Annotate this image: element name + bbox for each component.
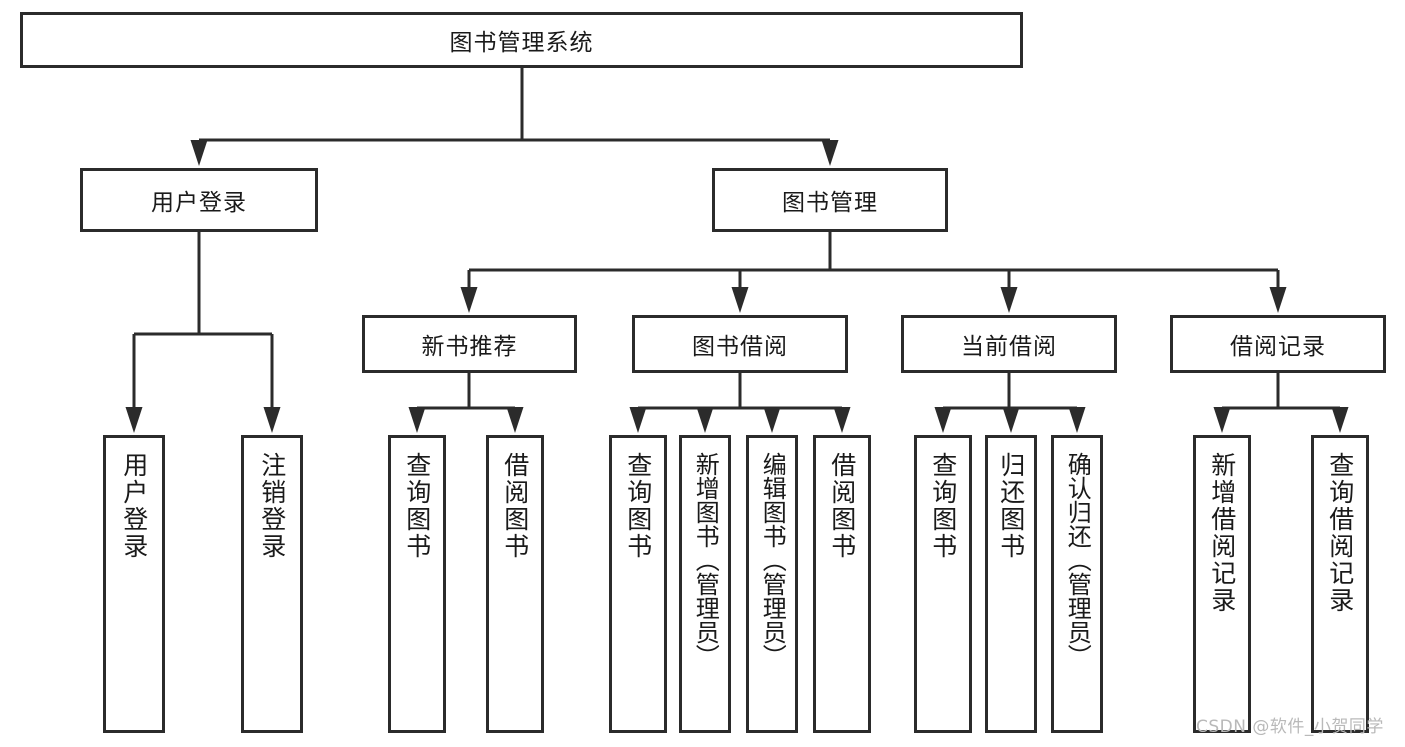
node-label: 图书借阅 (692, 334, 788, 360)
node-label: 新增借阅记录 (1207, 452, 1237, 614)
conn-borrow-b-head (696, 407, 714, 433)
conn-borrow-d-head (833, 407, 851, 433)
node-label: 新增图书（管理员） (691, 452, 720, 668)
conn-bookmgmt-to-borrow-head (731, 287, 749, 313)
conn-root-to-book-management-head (821, 140, 839, 166)
leaf-node-leaf-query-book-recommend[interactable]: 查询图书 (388, 435, 446, 733)
csdn-watermark: CSDN @软件_小贺同学 (1196, 717, 1384, 737)
level2-node-new-book-recommend[interactable]: 新书推荐 (362, 315, 577, 373)
leaf-node-leaf-edit-book-admin[interactable]: 编辑图书（管理员） (746, 435, 798, 733)
conn-recommend-a-head (408, 407, 426, 433)
node-label: 编辑图书（管理员） (758, 452, 787, 668)
root-node-root[interactable]: 图书管理系统 (20, 12, 1023, 68)
node-label: 新书推荐 (421, 334, 518, 360)
conn-userlogin-to-leaf2-head (263, 407, 281, 433)
leaf-node-leaf-confirm-return-admin[interactable]: 确认归还（管理员） (1051, 435, 1103, 733)
conn-userlogin-to-leaf1-head (125, 407, 143, 433)
node-label: 图书管理 (782, 190, 878, 216)
node-label: 查询图书 (623, 452, 653, 560)
node-label: 注销登录 (257, 452, 287, 560)
node-label: 当前借阅 (961, 334, 1057, 360)
level2-node-book-borrow[interactable]: 图书借阅 (632, 315, 848, 373)
leaf-node-leaf-borrow-book-recommend[interactable]: 借阅图书 (486, 435, 544, 733)
conn-record-b-head (1331, 407, 1349, 433)
leaf-node-leaf-return-book[interactable]: 归还图书 (985, 435, 1037, 733)
conn-current-a-head (934, 407, 952, 433)
leaf-node-leaf-add-book-admin[interactable]: 新增图书（管理员） (679, 435, 731, 733)
leaf-node-leaf-query-book-borrow[interactable]: 查询图书 (609, 435, 667, 733)
leaf-node-leaf-add-borrow-record[interactable]: 新增借阅记录 (1193, 435, 1251, 733)
leaf-node-leaf-user-login[interactable]: 用户登录 (103, 435, 165, 733)
node-label: 借阅图书 (500, 452, 530, 560)
node-label: 归还图书 (996, 452, 1026, 560)
conn-current-c-head (1068, 407, 1086, 433)
conn-bookmgmt-to-recommend-head (460, 287, 478, 313)
conn-bookmgmt-to-current-head (1000, 287, 1018, 313)
level1-node-user-login[interactable]: 用户登录 (80, 168, 318, 232)
leaf-node-leaf-query-borrow-record[interactable]: 查询借阅记录 (1311, 435, 1369, 733)
node-label: 借阅图书 (827, 452, 857, 560)
conn-recommend-b-head (506, 407, 524, 433)
node-label: 图书管理系统 (449, 30, 594, 56)
conn-record-a-head (1213, 407, 1231, 433)
node-label: 借阅记录 (1230, 334, 1326, 360)
node-label: 用户登录 (119, 452, 149, 560)
node-label: 用户登录 (151, 190, 247, 216)
leaf-node-leaf-logout[interactable]: 注销登录 (241, 435, 303, 733)
level2-node-borrow-record[interactable]: 借阅记录 (1170, 315, 1386, 373)
node-label: 确认归还（管理员） (1063, 452, 1092, 668)
node-label: 查询借阅记录 (1325, 452, 1355, 614)
conn-borrow-c-head (763, 407, 781, 433)
leaf-node-leaf-borrow-book[interactable]: 借阅图书 (813, 435, 871, 733)
node-label: 查询图书 (928, 452, 958, 560)
conn-bookmgmt-to-record-head (1269, 287, 1287, 313)
level1-node-book-management[interactable]: 图书管理 (712, 168, 948, 232)
conn-current-b-head (1002, 407, 1020, 433)
leaf-node-leaf-query-book-current[interactable]: 查询图书 (914, 435, 972, 733)
conn-root-to-user-login-head (190, 140, 208, 166)
level2-node-current-borrow[interactable]: 当前借阅 (901, 315, 1117, 373)
node-label: 查询图书 (402, 452, 432, 560)
conn-borrow-a-head (629, 407, 647, 433)
